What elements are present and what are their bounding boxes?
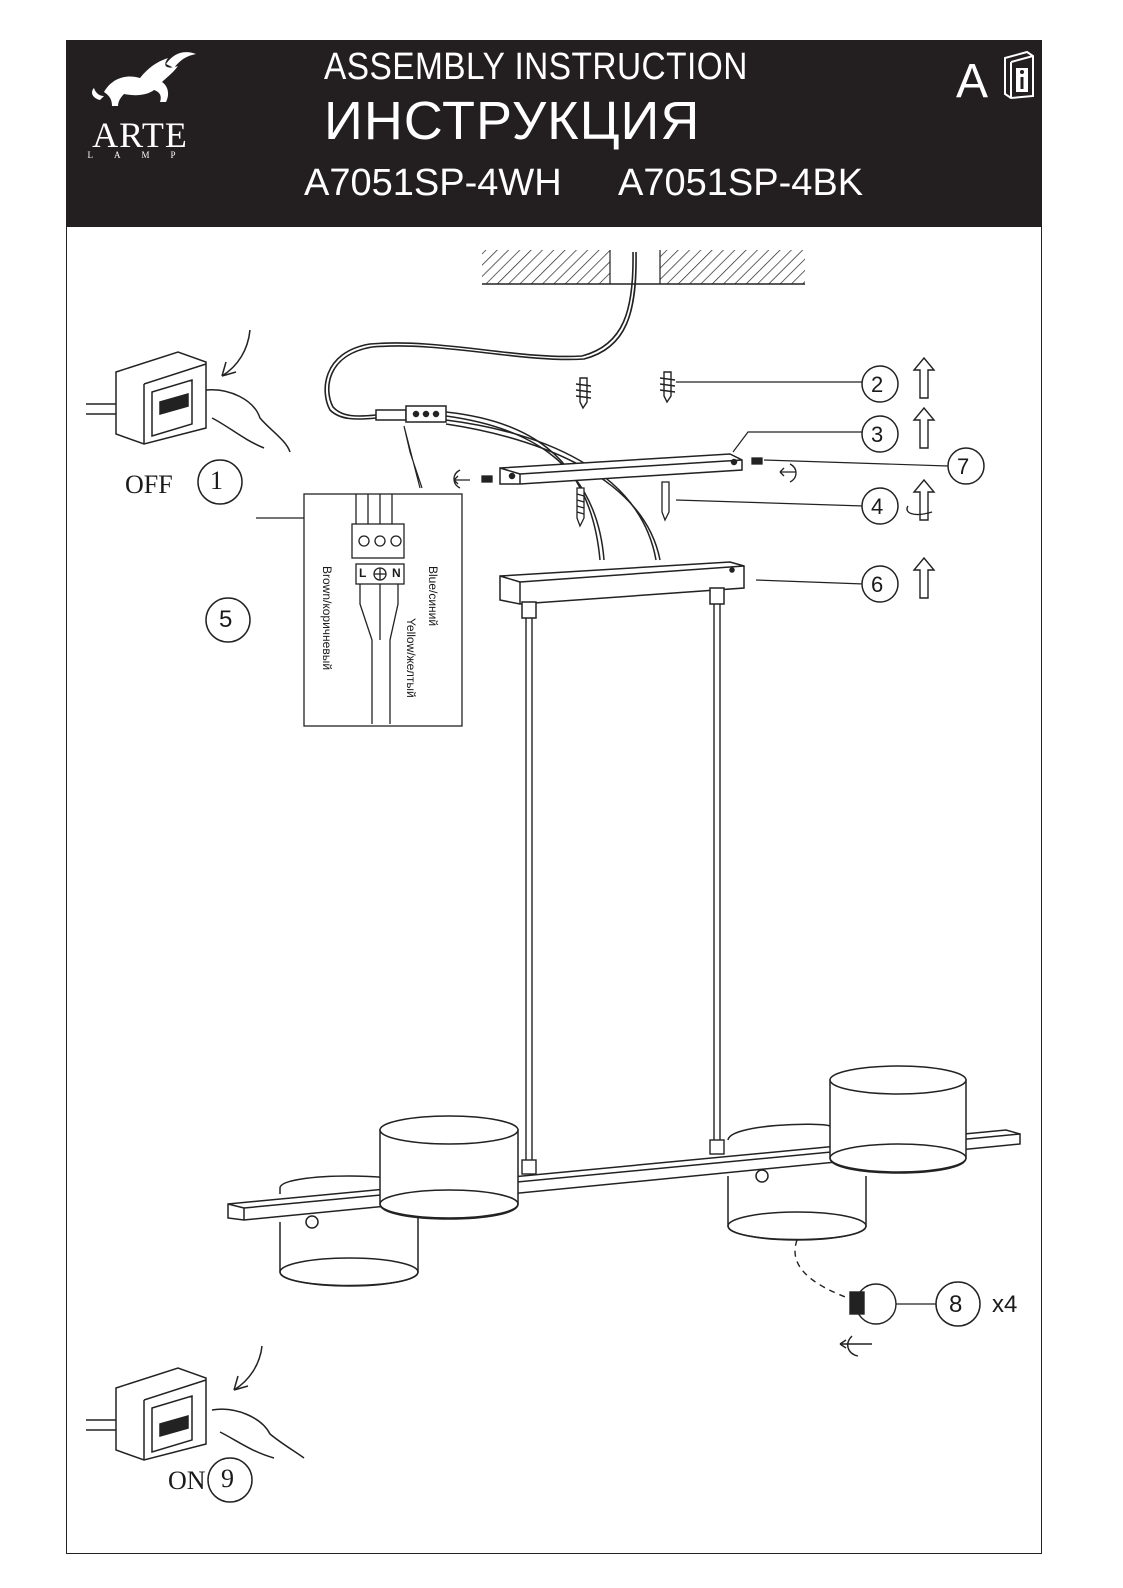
canopy [499,561,745,619]
model-number-white: A7051SP-4WH [304,162,562,204]
mains-cable [324,251,637,420]
wire-yellow-label: Yellow/желтый [404,618,418,698]
language-code: A [956,55,989,108]
terminal-n-label: N [392,566,401,580]
brand-name: ARTE [92,115,188,155]
step-7-label: 7 [957,454,970,479]
on-label: ON [168,1466,206,1495]
wiring-detail [303,493,463,727]
title-russian: ИНСТРУКЦИЯ [324,91,701,151]
title-english: ASSEMBLY INSTRUCTION [324,46,748,88]
switch-off-icon [86,329,291,453]
step-4-label: 4 [871,494,884,519]
terminal-connector [375,405,447,423]
wire-brown-label: Brown/коричневый [320,566,334,671]
switch-on-icon [86,1345,305,1461]
lamp-shade-upper [379,1065,967,1220]
brand-subname: LAMP [87,150,197,160]
ceiling-screw [576,481,670,528]
lion-logo-icon [92,52,196,106]
terminal-l-label: L [359,566,367,580]
step-5-label: 5 [219,606,233,633]
header-bar: ARTE LAMP ASSEMBLY INSTRUCTION ИНСТРУКЦИ… [66,40,1042,227]
info-booklet-icon [1004,50,1034,100]
bracket-screw [453,457,797,489]
up-arrows [906,356,936,599]
step-3-label: 3 [871,422,884,447]
step-6-label: 6 [871,572,884,597]
step-1-label: 1 [210,466,223,495]
leader-lines [256,381,949,1305]
bulb-insert [794,1239,897,1357]
lamp-wires [445,411,661,561]
wall-plug [575,371,676,410]
step-8-label: 8 [949,1291,963,1318]
step-circles [197,365,985,1503]
step-2-label: 2 [871,372,884,397]
model-number-black: A7051SP-4BK [618,162,864,204]
step-9-label: 9 [221,1464,234,1493]
lamp-shade-lower [279,1123,867,1287]
ceiling-hatch [482,250,805,285]
off-label: OFF [125,470,173,499]
suspension-rods [521,604,725,1175]
quantity-label: x4 [992,1291,1018,1318]
wire-blue-label: Blue/синий [426,566,440,627]
mounting-bracket [499,453,743,485]
